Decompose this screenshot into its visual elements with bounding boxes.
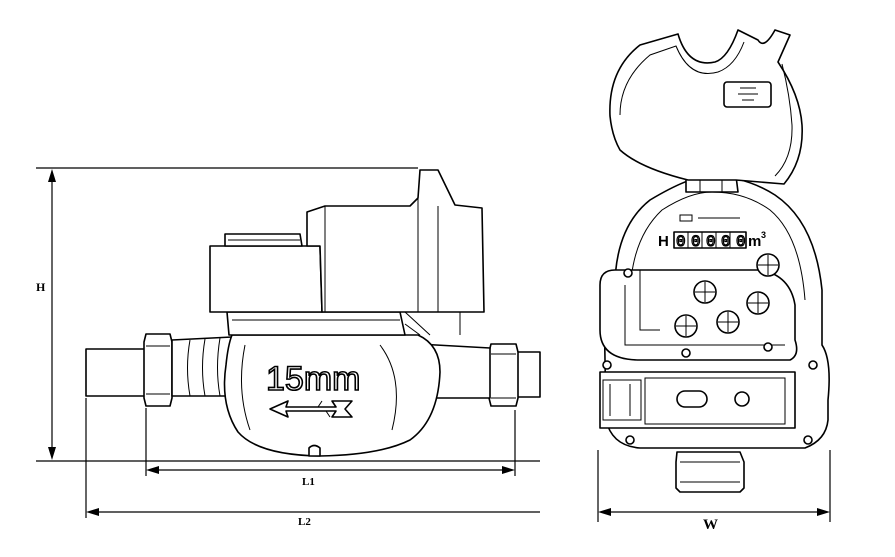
register-prefix: H bbox=[658, 233, 669, 250]
right-coupling-nut bbox=[488, 343, 519, 407]
left-coupling-nut bbox=[143, 333, 173, 407]
dial-plate bbox=[599, 269, 798, 361]
reader-window bbox=[676, 390, 708, 408]
register-unit-power: 3 bbox=[761, 230, 766, 240]
bottom-connection-nut bbox=[675, 451, 745, 493]
front-view: H 00000 m 3 bbox=[597, 29, 831, 533]
register-flange bbox=[226, 311, 406, 336]
register-lower-block bbox=[209, 245, 323, 313]
left-pipe-tail bbox=[85, 348, 151, 397]
flow-direction-arrow bbox=[269, 400, 353, 418]
register-cover bbox=[306, 169, 485, 313]
dimension-l1: L1 bbox=[145, 408, 516, 488]
register-digits: 00000 bbox=[676, 233, 751, 251]
register-display: H 00000 m 3 bbox=[658, 230, 766, 252]
dimension-l2: L2 bbox=[85, 398, 540, 528]
dimension-w-label: W bbox=[703, 517, 718, 533]
dimension-h-label: H bbox=[36, 280, 46, 294]
side-view: 15mm H L1 L2 bbox=[36, 167, 541, 528]
dimension-w: W bbox=[597, 450, 831, 533]
dimension-h: H bbox=[36, 167, 540, 462]
size-marking: 15mm bbox=[266, 360, 360, 398]
drain-plug bbox=[308, 444, 321, 457]
dimension-l1-label: L1 bbox=[302, 476, 315, 488]
pointer-dials bbox=[674, 253, 780, 338]
dimension-l2-label: L2 bbox=[298, 516, 311, 528]
open-lid bbox=[609, 29, 803, 185]
register-unit: m bbox=[748, 233, 761, 250]
reader-hole bbox=[734, 391, 750, 407]
housing-screws bbox=[602, 268, 818, 445]
